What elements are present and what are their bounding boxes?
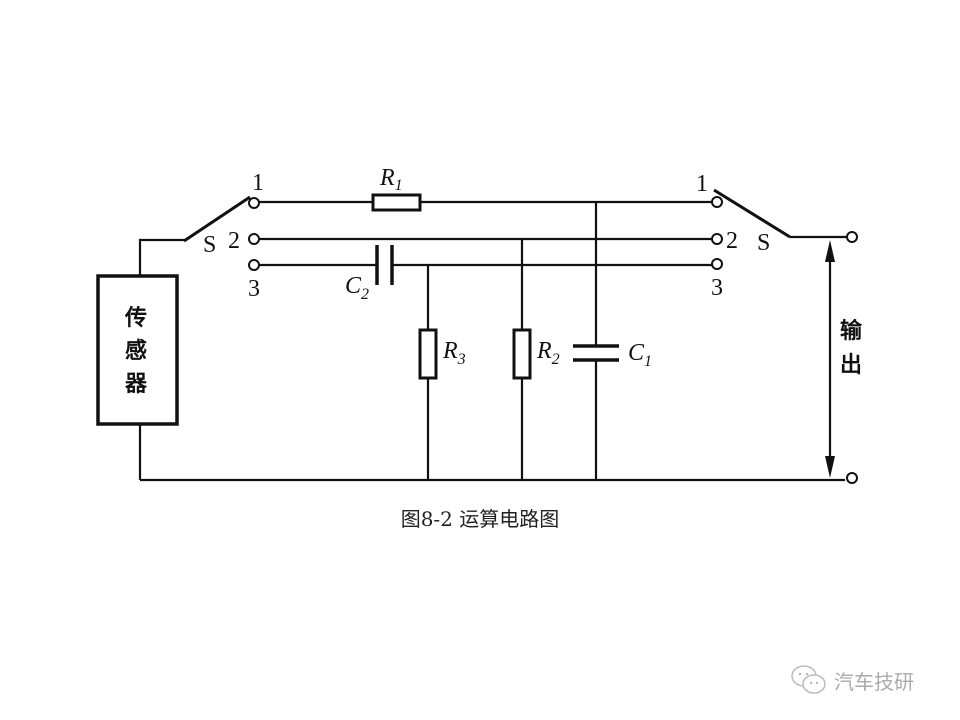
r3-label: R3 bbox=[442, 338, 466, 368]
left-terminal-1-label: 1 bbox=[252, 170, 264, 196]
output-label-2: 出 bbox=[840, 353, 862, 378]
c2-label: C2 bbox=[345, 273, 369, 303]
watermark-text: 汽车技研 bbox=[834, 669, 914, 694]
right-terminal-3 bbox=[711, 258, 723, 270]
right-terminal-2-label: 2 bbox=[726, 228, 738, 254]
output-terminal-bottom bbox=[846, 472, 858, 484]
resistor-r3 bbox=[418, 328, 438, 380]
right-terminal-2 bbox=[711, 233, 723, 245]
left-terminal-3 bbox=[248, 259, 260, 271]
sensor-box bbox=[96, 274, 179, 426]
wechat-icon bbox=[791, 665, 826, 694]
right-switch-blade bbox=[713, 188, 791, 239]
output-arrow-head-up bbox=[825, 240, 835, 262]
output-terminal-top bbox=[846, 231, 858, 243]
sensor-label-1: 传 bbox=[124, 306, 147, 331]
output-label-1: 输 bbox=[840, 318, 863, 344]
left-switch-blade bbox=[183, 195, 251, 243]
left-switch-label: S bbox=[203, 232, 216, 258]
r2-label: R2 bbox=[536, 338, 560, 368]
left-terminal-1 bbox=[248, 197, 260, 209]
figure-caption: 图8-2 运算电路图 bbox=[400, 507, 560, 531]
sensor-label-3: 器 bbox=[124, 372, 148, 397]
left-switch-wire bbox=[138, 238, 185, 276]
output-arrow-head-down bbox=[825, 456, 835, 478]
sensor-label-2: 感 bbox=[125, 338, 147, 364]
resistor-r2 bbox=[512, 328, 532, 380]
right-switch-label: S bbox=[757, 230, 770, 256]
left-terminal-2 bbox=[248, 233, 260, 245]
left-terminal-2-label: 2 bbox=[228, 228, 240, 254]
c1-label: C1 bbox=[628, 340, 652, 370]
right-terminal-3-label: 3 bbox=[711, 275, 723, 301]
r1-label: R1 bbox=[379, 165, 403, 194]
right-terminal-1 bbox=[711, 196, 723, 208]
watermark: 汽车技研 bbox=[790, 664, 914, 696]
right-terminal-1-label: 1 bbox=[696, 171, 708, 197]
resistor-r1 bbox=[371, 193, 422, 212]
left-terminal-3-label: 3 bbox=[248, 276, 260, 302]
